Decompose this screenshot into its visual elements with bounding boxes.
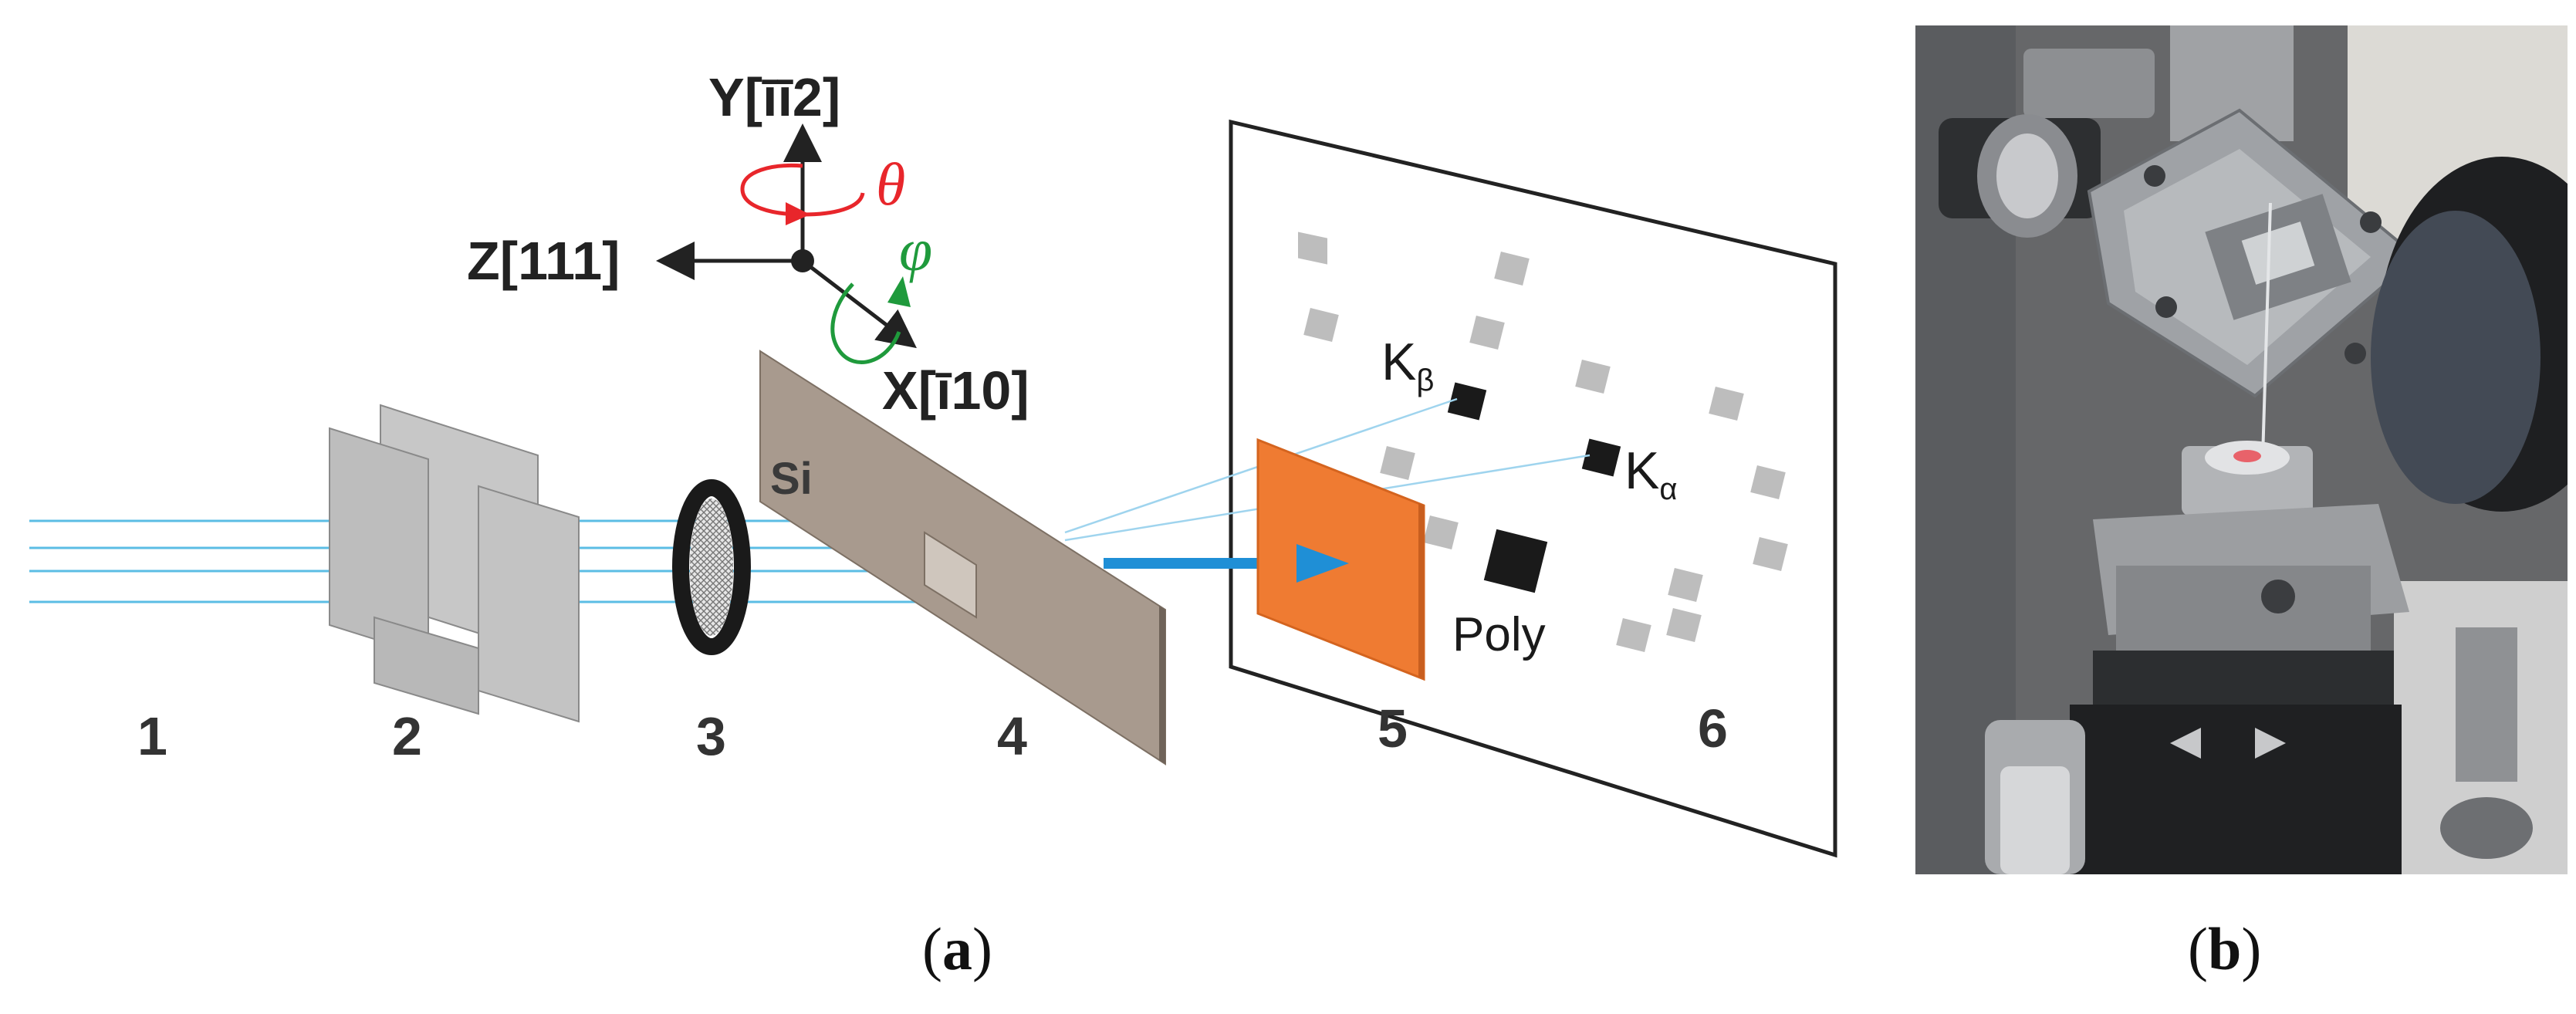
number-2: 2 [392,706,422,766]
theta-arrowhead [786,202,810,225]
k-alpha-spot [1581,438,1621,477]
si-crystal [759,350,1166,766]
schematic-diagram: Y[īī2] Z[111] X[ī10] θ φ Si Kβ Kα Poly 1… [29,67,1837,858]
y-axis-label: Y[īī2] [708,67,840,127]
mesh-filter [672,479,751,655]
number-1: 1 [137,706,167,766]
area-detector [1256,438,1425,681]
poly-spot [1483,529,1548,593]
transmitted-beam-arrowhead-front [1296,544,1349,583]
k-alpha-label: Kα [1624,441,1677,506]
slits [329,404,580,723]
caption-b: (b) [2188,915,2262,982]
k-beta-spot [1447,382,1487,421]
number-3: 3 [696,706,726,766]
theta-label: θ [876,150,905,218]
number-5: 5 [1378,698,1408,759]
coordinate-system [656,123,917,364]
detector-screen [1229,119,1837,858]
si-label: Si [770,454,813,504]
phi-rotation-arrow [830,282,901,364]
caption-a: (a) [922,915,992,982]
theta-rotation-arrow [740,164,865,217]
k-beta-label: Kβ [1381,333,1434,397]
diffraction-spots [1298,232,1788,653]
phi-label: φ [899,216,932,283]
origin-dot [791,249,814,272]
number-4: 4 [997,706,1027,766]
phi-arrowhead [887,276,911,307]
poly-label: Poly [1452,608,1546,661]
experiment-photo [1915,25,2568,874]
x-axis-label: X[ī10] [882,360,1029,421]
z-axis-label: Z[111] [467,231,620,291]
number-6: 6 [1698,698,1728,759]
